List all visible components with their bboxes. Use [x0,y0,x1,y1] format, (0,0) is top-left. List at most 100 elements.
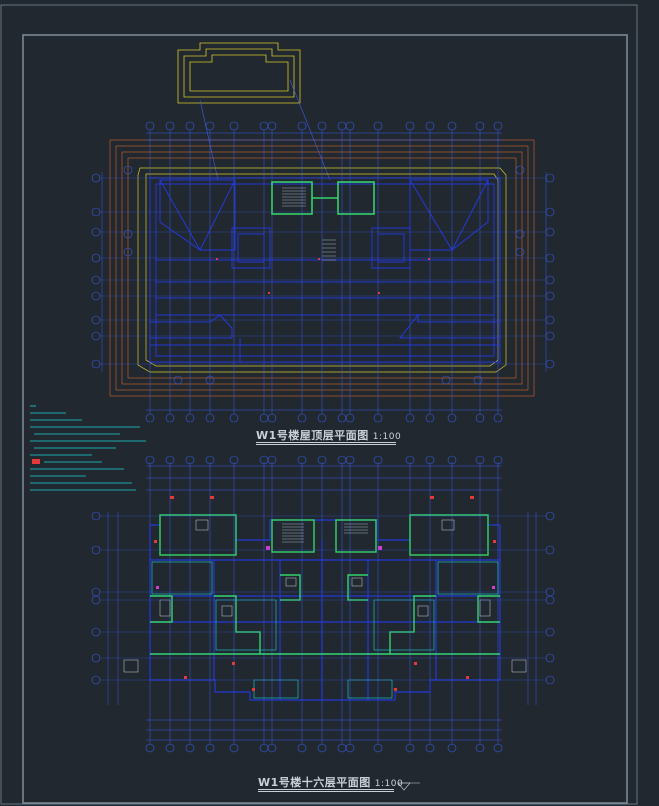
roof-drain-markers [123,165,525,385]
axis-bubble [475,743,485,753]
axis-bubble [91,173,101,183]
axis-bubble [373,743,383,753]
roof-title-underline-2 [256,444,396,445]
axis-bubble [259,121,269,131]
axis-bubble [145,413,155,423]
axis-bubble [373,413,383,423]
axis-bubble [267,743,277,753]
axis-bubble [145,121,155,131]
notes-lines [30,405,146,491]
axis-bubble [91,207,101,217]
axis-bubble [425,455,435,465]
floor16-fixtures [123,519,527,673]
axis-bubble [297,455,307,465]
axis-bubble [165,743,175,753]
axis-bubble [205,121,215,131]
axis-bubble [545,291,555,301]
axis-bubble [91,595,101,605]
axis-bubble [405,743,415,753]
roof-machine-room [177,42,301,104]
axis-bubble [205,413,215,423]
axis-bubble [259,413,269,423]
axis-bubble [405,455,415,465]
roof-parapet [137,167,507,373]
axis-bubble [447,121,457,131]
roof-plan-scale: 1:100 [372,432,402,442]
axis-bubble [545,545,555,555]
roof-stair-core [271,181,375,215]
axis-bubble [185,743,195,753]
floor16-cyan-lines [151,561,499,699]
axis-bubble [317,413,327,423]
axis-bubble [345,413,355,423]
axis-bubble [297,121,307,131]
floor16-plan [91,455,555,753]
axis-bubble [145,455,155,465]
axis-bubble [493,743,503,753]
axis-bubble [373,455,383,465]
axis-bubble [545,253,555,263]
axis-bubble [91,359,101,369]
axis-bubble [267,455,277,465]
axis-bubble [185,455,195,465]
axis-bubble [317,455,327,465]
roof-title-underline [256,442,396,443]
axis-bubble [425,413,435,423]
axis-bubble [493,455,503,465]
axis-bubble [545,653,555,663]
axis-bubble [493,413,503,423]
roof-walls [149,177,501,363]
axis-bubble [345,455,355,465]
roof-red-markers [216,258,430,294]
axis-bubble [91,315,101,325]
axis-bubble [205,743,215,753]
axis-bubble [185,413,195,423]
axis-bubble [447,413,457,423]
axis-bubble [205,455,215,465]
north-marker [397,782,420,791]
axis-bubble [425,121,435,131]
axis-bubble [545,331,555,341]
axis-bubble [475,121,485,131]
axis-bubble [91,291,101,301]
axis-bubble [373,121,383,131]
axis-bubble [545,173,555,183]
axis-bubble [545,595,555,605]
axis-bubble [345,121,355,131]
axis-bubble [91,587,101,597]
axis-bubble [297,743,307,753]
axis-bubble [297,413,307,423]
roof-dimension-lines [101,132,547,411]
axis-bubble [91,511,101,521]
axis-bubble [317,743,327,753]
axis-bubble [545,359,555,369]
axis-bubble [447,455,457,465]
axis-bubble [545,675,555,685]
axis-bubble [475,455,485,465]
axis-bubble [91,653,101,663]
axis-bubble [337,413,347,423]
axis-bubble [91,627,101,637]
note-legend-swatch [32,459,40,464]
axis-bubble [545,227,555,237]
axis-bubble [545,315,555,325]
axis-bubble [545,511,555,521]
roof-plan-title-text: W1号楼屋顶层平面图 [256,429,369,442]
roof-plan [91,42,555,423]
drawing-frame [0,4,638,805]
floor16-stair-treads [282,523,368,543]
axis-bubble [337,743,347,753]
axis-bubble [165,413,175,423]
axis-bubble [545,627,555,637]
floor16-walls [149,514,501,701]
axis-bubble [229,455,239,465]
axis-bubble [545,275,555,285]
axis-bubble [229,121,239,131]
floor16-plan-scale: 1:100 [374,779,404,789]
axis-bubble [91,275,101,285]
axis-bubble [165,455,175,465]
floor16-title-underline-2 [258,791,394,792]
roof-axis-lines [149,130,499,414]
